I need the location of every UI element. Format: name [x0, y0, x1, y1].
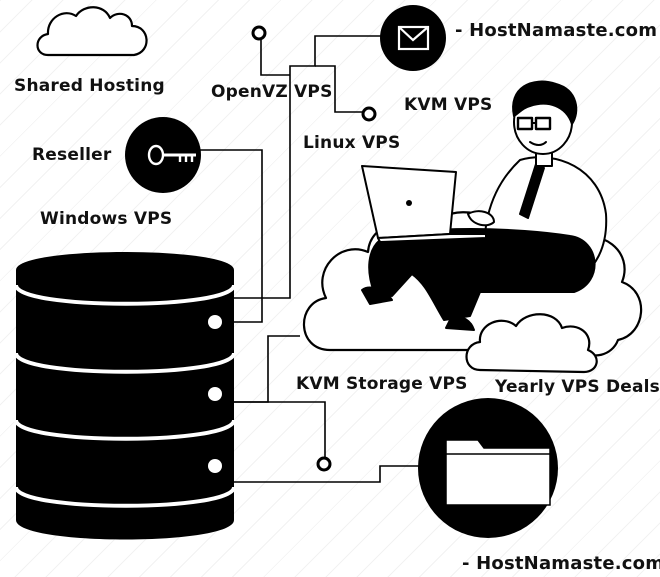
label-reseller: Reseller — [32, 145, 112, 165]
connector-storage-dot — [234, 401, 326, 462]
label-kvm-vps: KVM VPS — [404, 95, 493, 115]
connector-yearly — [234, 465, 420, 483]
connector-openvz — [234, 35, 383, 299]
brand-text-top: - HostNamaste.com — [455, 20, 658, 41]
label-windows-vps: Windows VPS — [40, 209, 173, 229]
label-linux-vps: Linux VPS — [303, 133, 401, 153]
label-yearly-vps-deals: Yearly VPS Deals — [495, 377, 660, 397]
label-shared-hosting: Shared Hosting — [14, 76, 165, 96]
connector-lines — [198, 33, 420, 483]
node-dot-linux — [361, 106, 377, 122]
key-icon — [125, 117, 201, 193]
connector-reseller — [198, 149, 263, 323]
connector-openvz-dot — [260, 33, 290, 76]
connector-dots — [251, 25, 377, 472]
cloud-icon — [36, 6, 148, 57]
person-with-laptop-illustration — [361, 80, 608, 331]
connector-linux — [315, 65, 366, 113]
folder-icon — [418, 398, 558, 538]
brand-text-bottom: - HostNamaste.com — [462, 553, 660, 574]
server-icon — [14, 252, 236, 540]
connector-kvm-storage — [234, 335, 300, 403]
node-dot-openvz — [251, 25, 267, 41]
node-dot-storage — [316, 456, 332, 472]
envelope-icon — [380, 5, 446, 71]
label-kvm-storage-vps: KVM Storage VPS — [296, 374, 468, 394]
label-openvz-vps: OpenVZ VPS — [211, 82, 333, 102]
